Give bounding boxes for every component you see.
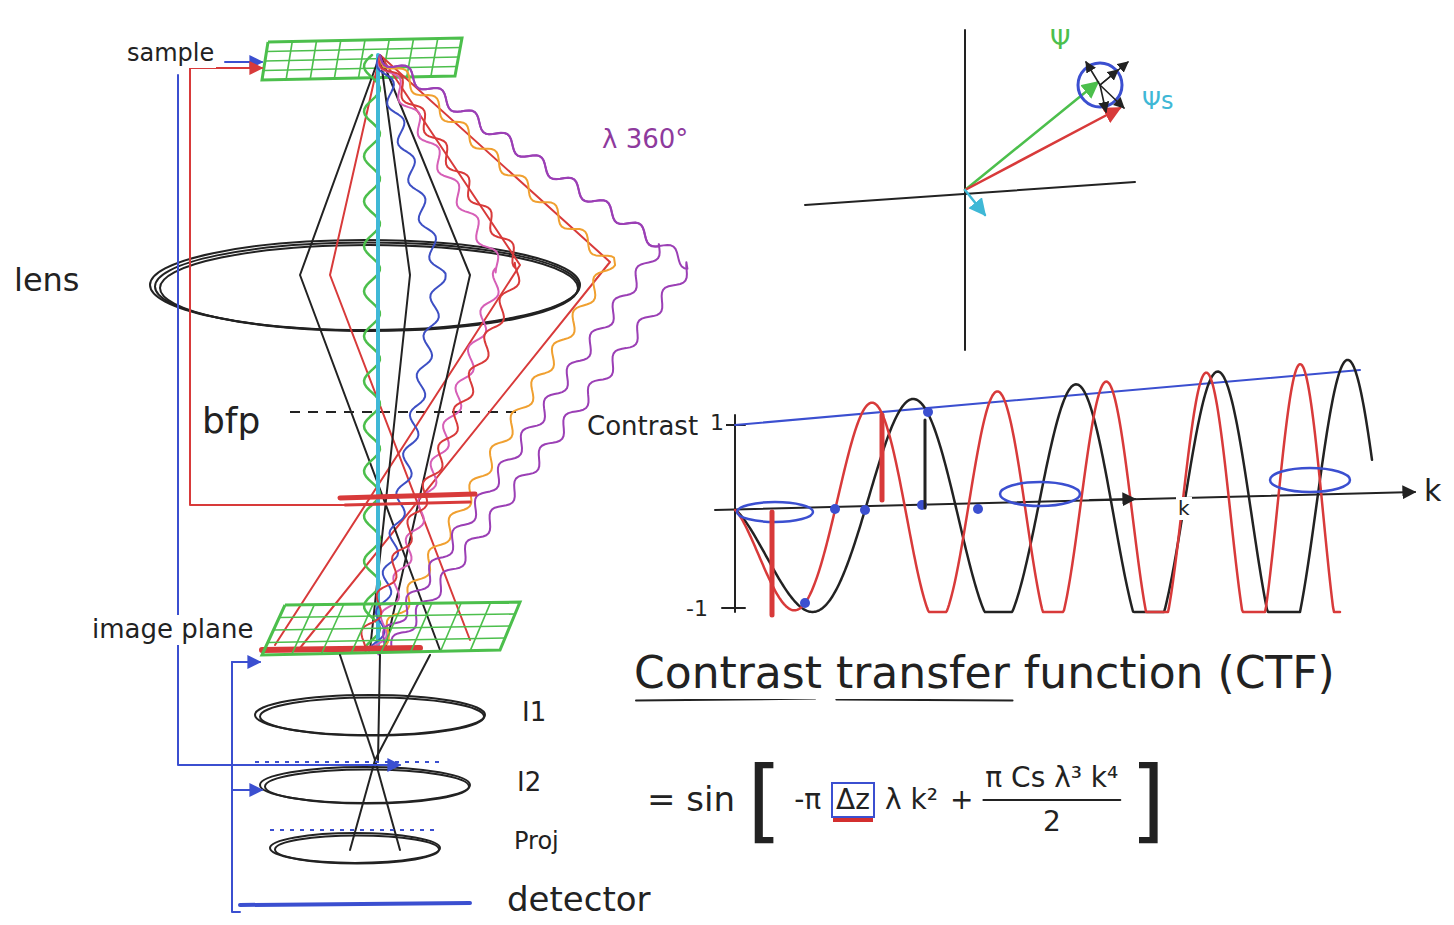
lens-I2	[265, 770, 469, 804]
tick-label: -1	[684, 596, 710, 621]
red-bar	[340, 494, 475, 498]
blue-dot	[860, 505, 870, 515]
wave-label: Ψs	[1140, 88, 1175, 116]
cyan-ray	[376, 55, 380, 650]
ctf-curve	[735, 364, 1340, 612]
part-label: bfp	[200, 400, 262, 441]
blue-bracket	[232, 662, 240, 912]
lens-I1	[260, 698, 484, 736]
black-ray	[375, 655, 430, 760]
part-label: image plane	[90, 615, 255, 645]
phasor-green	[965, 82, 1098, 190]
blue-pointer	[232, 789, 262, 791]
small-arrow	[1090, 499, 1135, 500]
phase-spoke	[1100, 70, 1118, 85]
formula-term: π Cs λ³ k⁴	[983, 762, 1120, 794]
sample-grid-line	[267, 48, 461, 52]
formula-bracket: [	[745, 748, 784, 852]
lens-I2	[260, 767, 470, 803]
sample-grid-line	[264, 67, 457, 71]
blue-dot	[800, 598, 810, 608]
black-bar	[924, 420, 927, 508]
blue-dot	[830, 504, 840, 514]
part-label: detector	[505, 880, 653, 919]
fraction-bar	[983, 799, 1120, 801]
axis-label: Contrast	[585, 412, 700, 442]
formula-term: = sin	[645, 780, 737, 819]
phase-spoke	[1100, 62, 1128, 85]
part-label: lens	[12, 262, 82, 299]
blue-pointer	[232, 661, 260, 663]
black-ray	[370, 55, 410, 650]
red-bar	[770, 512, 775, 615]
phasor-red	[965, 108, 1120, 190]
black-ray	[300, 55, 440, 650]
tick	[722, 607, 745, 609]
red-bar	[262, 648, 420, 650]
axis	[734, 415, 736, 612]
red-bar	[880, 415, 885, 500]
detector-line	[240, 903, 470, 905]
image-plane-grid-line	[274, 626, 511, 630]
pink-wave	[370, 55, 499, 650]
lens-proj	[270, 833, 440, 863]
sample-grid-outline	[262, 38, 462, 80]
envelope	[735, 370, 1360, 425]
formula-bracket: ]	[1128, 748, 1167, 852]
underline	[636, 699, 815, 701]
sample-grid	[262, 38, 462, 80]
lens-I1	[255, 695, 485, 735]
wave-note: λ 360°	[600, 125, 690, 155]
red-wave	[361, 55, 519, 652]
red-ray	[330, 55, 470, 640]
orange-wave	[372, 55, 616, 650]
part-label: I2	[515, 768, 543, 798]
formula-term: λ k²	[883, 784, 940, 816]
ctf-curve	[735, 360, 1372, 612]
tick-label: 1	[708, 410, 726, 435]
axis-label: k	[1422, 474, 1443, 509]
blue-dot	[973, 504, 983, 514]
red-pointer	[190, 68, 262, 80]
blue-bracket	[178, 75, 400, 765]
diagram-title: Contrast transfer function (CTF)	[632, 648, 1337, 699]
image-plane-grid-line	[268, 638, 505, 643]
blue-dot	[923, 407, 933, 417]
sample-grid-line	[265, 57, 459, 61]
phasor-cyan	[965, 190, 985, 215]
formula-term: -π	[792, 784, 823, 816]
phase-spoke	[1100, 85, 1106, 112]
wave-label: Ψ	[1048, 26, 1072, 56]
part-label: sample	[125, 40, 216, 68]
part-label: Proj	[512, 828, 561, 856]
red-bracket	[190, 80, 370, 505]
formula-term: Δz	[836, 784, 870, 816]
boxed-term: Δz	[831, 782, 875, 818]
image-plane-grid	[262, 602, 520, 655]
lens-proj	[275, 836, 439, 864]
blue-ring	[1270, 468, 1350, 492]
blue-ring	[737, 502, 813, 522]
image-plane-grid-outline	[262, 602, 520, 655]
black-ray	[340, 655, 375, 760]
image-plane-grid-line	[279, 614, 515, 618]
phase-spoke	[1086, 62, 1100, 85]
axis-label: k	[1176, 497, 1192, 520]
part-label: I1	[520, 698, 548, 728]
red-ray	[300, 55, 610, 648]
green-wave	[364, 55, 380, 650]
blue-pointer	[225, 61, 262, 63]
formula-term: 2	[1041, 806, 1063, 838]
blue-ring	[1000, 482, 1080, 506]
bfp-dashed	[290, 411, 520, 413]
formula-term: +	[948, 784, 975, 816]
black-ray	[378, 655, 380, 760]
dotted-plane	[255, 761, 440, 763]
dotted-plane	[270, 829, 440, 831]
axis	[715, 492, 1415, 510]
underline	[836, 700, 1012, 701]
lens-ellipse	[150, 240, 580, 330]
